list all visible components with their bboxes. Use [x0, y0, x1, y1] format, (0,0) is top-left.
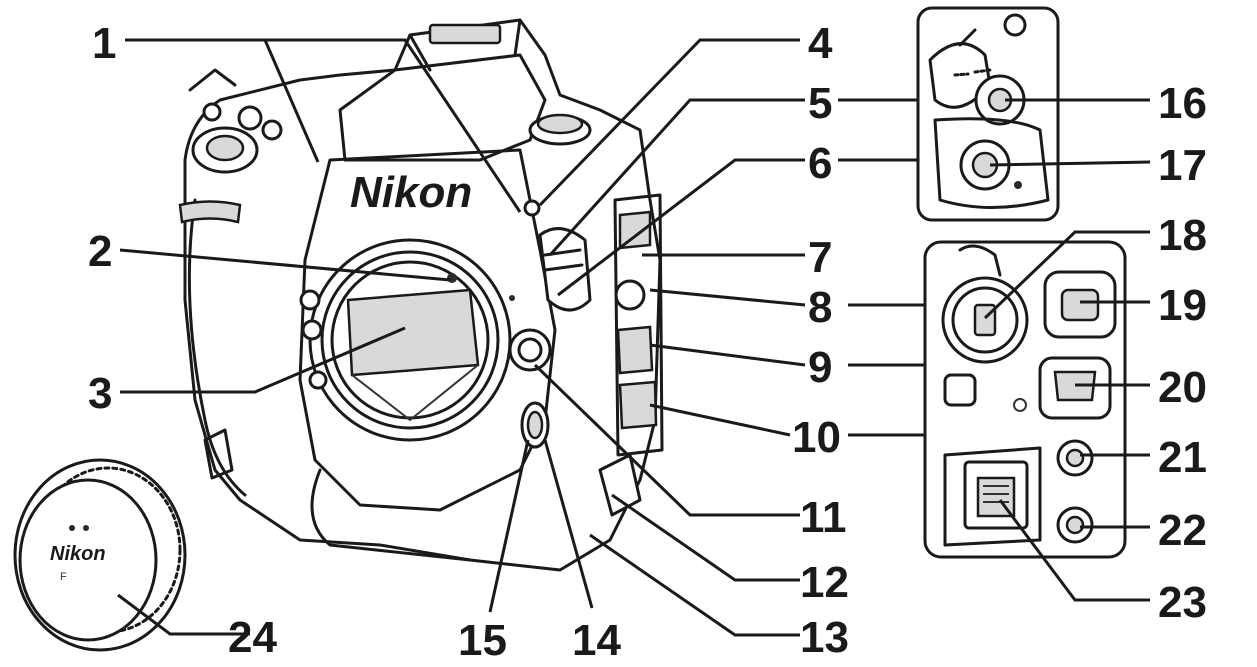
- callout-13: 13: [800, 613, 849, 662]
- callout-20: 20: [1158, 363, 1207, 412]
- callout-16: 16: [1158, 79, 1207, 128]
- callout-1: 1: [92, 19, 116, 68]
- callout-12: 12: [800, 558, 849, 607]
- cap-logo: Nikon: [50, 543, 106, 565]
- callout-11: 11: [800, 493, 847, 542]
- callout-8: 8: [808, 283, 832, 332]
- callout-18: 18: [1158, 211, 1207, 260]
- callout-19: 19: [1158, 281, 1207, 330]
- callout-24: 24: [228, 613, 277, 662]
- callout-17: 17: [1158, 141, 1207, 190]
- callout-14: 14: [572, 616, 621, 665]
- callout-21: 21: [1158, 433, 1207, 482]
- body-cap-illustration: Nikon F: [13, 458, 187, 652]
- callout-7: 7: [808, 233, 832, 282]
- callout-5: 5: [808, 79, 832, 128]
- svg-text:F: F: [60, 571, 67, 583]
- top-connector-inset: [916, 6, 1060, 222]
- callout-9: 9: [808, 343, 832, 392]
- callout-10: 10: [792, 413, 841, 462]
- callout-numbers: 1 2 3 4 5 6 7 8 9 10 11 12 13 14 15 16 1…: [88, 19, 1207, 665]
- side-terminal-inset: [923, 240, 1127, 559]
- body-logo: Nikon: [350, 168, 472, 217]
- callout-6: 6: [808, 139, 832, 188]
- callout-22: 22: [1158, 506, 1207, 555]
- callout-2: 2: [88, 227, 112, 276]
- callout-23: 23: [1158, 578, 1207, 627]
- callout-3: 3: [88, 369, 112, 418]
- camera-body-illustration: Nikon: [178, 18, 664, 572]
- leader-lines: [117, 38, 1151, 637]
- callout-4: 4: [808, 19, 833, 68]
- callout-15: 15: [458, 616, 507, 665]
